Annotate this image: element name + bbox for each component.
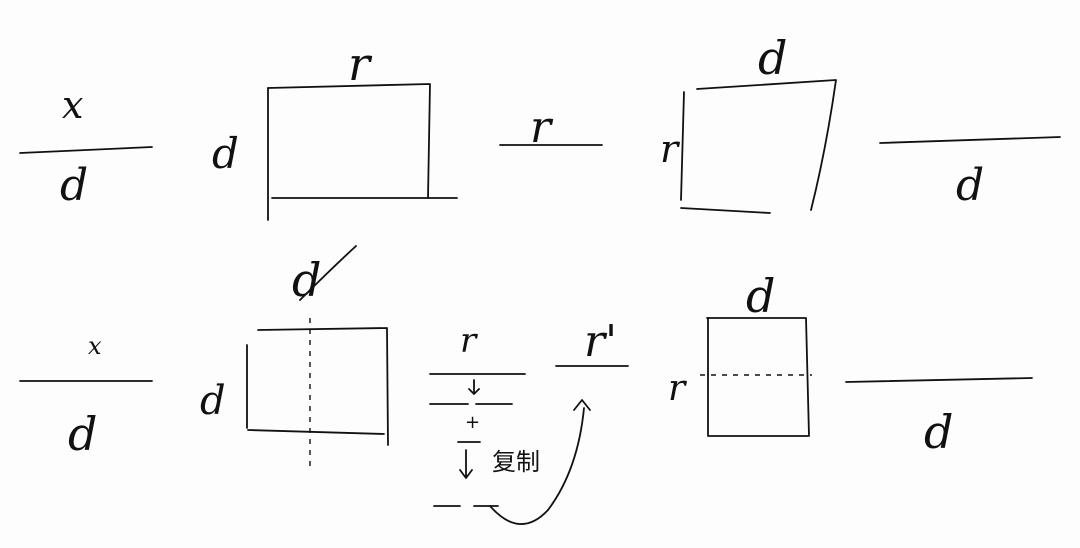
copy-note: 复制 bbox=[492, 448, 540, 476]
rect-top-right bbox=[267, 83, 431, 199]
overline bbox=[879, 136, 1061, 144]
rect-left bbox=[680, 91, 685, 201]
rect-top-right bbox=[706, 317, 810, 437]
matrix-r-by-d: d r bbox=[660, 31, 837, 214]
denominator-d: d bbox=[68, 407, 97, 461]
top-slash bbox=[299, 245, 357, 301]
numerator-x: x bbox=[88, 332, 102, 360]
left-label-d: d bbox=[212, 129, 239, 178]
overline bbox=[845, 377, 1033, 383]
rect-left-bottom bbox=[707, 317, 809, 437]
label-r-prime: r' bbox=[584, 316, 617, 367]
left-label-r: r bbox=[660, 127, 681, 171]
denominator-d: d bbox=[60, 160, 88, 211]
line-over-d-2: d bbox=[845, 377, 1033, 459]
top-label-d: d bbox=[746, 269, 775, 323]
r-stack-sum: r + 复制 bbox=[429, 321, 540, 507]
top-label-r: r bbox=[348, 37, 373, 91]
label-r: r bbox=[460, 321, 478, 361]
arrow-head-icon bbox=[573, 399, 591, 411]
arrow-down-icon bbox=[459, 449, 473, 479]
label-d: d bbox=[956, 160, 984, 211]
r-over-line: r bbox=[499, 102, 603, 153]
fraction-x-over-d-1: x d bbox=[19, 83, 153, 211]
rect-bottom bbox=[680, 207, 771, 214]
r-prime: r' bbox=[489, 316, 629, 525]
rect-top-right bbox=[696, 79, 837, 211]
top-label-d: d bbox=[292, 253, 321, 307]
fraction-x-over-d-2: x d bbox=[19, 332, 153, 461]
line-over-d: d bbox=[879, 136, 1061, 211]
matrix-split-r: d r bbox=[668, 269, 812, 437]
rect-bottom bbox=[247, 429, 385, 435]
curved-arrow bbox=[489, 407, 585, 525]
rect-top-right bbox=[257, 327, 389, 446]
label-d: d bbox=[924, 405, 953, 459]
fraction-bar bbox=[19, 146, 153, 154]
matrix-d-by-r: r d bbox=[212, 37, 458, 221]
arrow-down-icon bbox=[468, 379, 480, 395]
top-label-d: d bbox=[758, 31, 787, 85]
numerator-x: x bbox=[62, 83, 83, 127]
left-label-d: d bbox=[200, 378, 226, 424]
left-label-r: r bbox=[668, 368, 687, 409]
plus-sign: + bbox=[465, 412, 480, 433]
matrix-split-d: d d bbox=[200, 245, 389, 470]
